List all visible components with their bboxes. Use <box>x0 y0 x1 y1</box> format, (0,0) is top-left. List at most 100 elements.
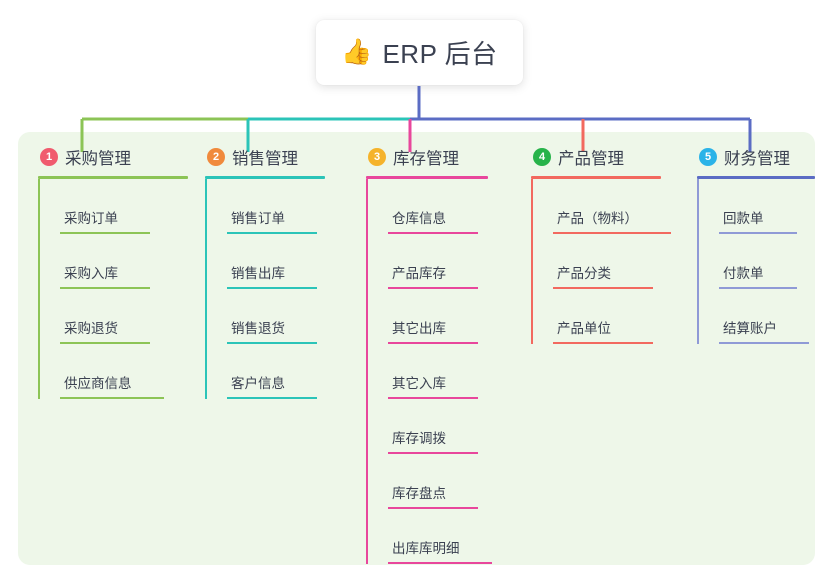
list-item-label: 销售订单 <box>231 211 285 226</box>
column-item-list: 回款单付款单结算账户 <box>697 179 815 344</box>
list-item[interactable]: 回款单 <box>697 179 815 234</box>
list-item-label: 采购退货 <box>64 321 118 336</box>
column-stem <box>38 179 40 399</box>
list-item-label: 其它入库 <box>392 376 446 391</box>
list-item-underline <box>60 397 164 399</box>
list-item[interactable]: 采购订单 <box>38 179 188 234</box>
column-rule <box>38 176 188 179</box>
column-5: 5 财务管理回款单付款单结算账户 <box>697 145 815 344</box>
column-rule <box>531 176 661 179</box>
list-item-underline <box>719 342 809 344</box>
list-item-underline <box>388 507 478 509</box>
list-item[interactable]: 其它入库 <box>366 344 488 399</box>
column-header-1[interactable]: 1 采购管理 <box>38 145 188 169</box>
column-item-list: 采购订单采购入库采购退货供应商信息 <box>38 179 188 399</box>
column-rule <box>697 176 815 179</box>
column-header-3[interactable]: 3 库存管理 <box>366 145 488 169</box>
thumbs-up-icon: 👍 <box>341 38 373 66</box>
column-rule <box>205 176 325 179</box>
list-item-underline <box>227 232 317 234</box>
column-3: 3 库存管理仓库信息产品库存其它出库其它入库库存调拨库存盘点出库库明细 <box>366 145 492 564</box>
list-item-underline <box>388 342 478 344</box>
list-item[interactable]: 采购入库 <box>38 234 188 289</box>
list-item-label: 产品分类 <box>557 266 611 281</box>
list-item-label: 出库库明细 <box>392 541 460 556</box>
column-number-badge: 5 <box>699 148 717 166</box>
list-item[interactable]: 供应商信息 <box>38 344 188 399</box>
column-2: 2 销售管理销售订单销售出库销售退货客户信息 <box>205 145 325 399</box>
list-item-label: 采购订单 <box>64 211 118 226</box>
list-item-label: 结算账户 <box>723 321 777 336</box>
list-item-label: 客户信息 <box>231 376 285 391</box>
list-item[interactable]: 采购退货 <box>38 289 188 344</box>
list-item-underline <box>553 287 653 289</box>
column-stem <box>531 179 533 344</box>
column-1: 1 采购管理采购订单采购入库采购退货供应商信息 <box>38 145 188 399</box>
root-node-card[interactable]: 👍 ERP 后台 <box>316 20 523 85</box>
column-item-list: 产品（物料） 产品分类产品单位 <box>531 179 671 344</box>
column-stem <box>366 179 368 564</box>
list-item[interactable]: 付款单 <box>697 234 815 289</box>
column-number-badge: 3 <box>368 148 386 166</box>
list-item[interactable]: 销售订单 <box>205 179 325 234</box>
column-header-2[interactable]: 2 销售管理 <box>205 145 325 169</box>
column-item-list: 仓库信息产品库存其它出库其它入库库存调拨库存盘点出库库明细 <box>366 179 492 564</box>
list-item-label: 供应商信息 <box>64 376 132 391</box>
list-item[interactable]: 其它出库 <box>366 289 488 344</box>
list-item-underline <box>388 232 478 234</box>
list-item-underline <box>227 287 317 289</box>
column-rule <box>366 176 488 179</box>
list-item-underline <box>388 562 492 564</box>
column-4: 4 产品管理产品（物料） 产品分类产品单位 <box>531 145 671 344</box>
column-number-badge: 4 <box>533 148 551 166</box>
list-item[interactable]: 产品单位 <box>531 289 661 344</box>
column-number-badge: 1 <box>40 148 58 166</box>
list-item[interactable]: 客户信息 <box>205 344 325 399</box>
list-item-label: 付款单 <box>723 266 764 281</box>
list-item-underline <box>553 342 653 344</box>
column-item-list: 销售订单销售出库销售退货客户信息 <box>205 179 325 399</box>
list-item-underline <box>60 287 150 289</box>
column-title: 财务管理 <box>724 150 790 168</box>
list-item-underline <box>388 397 478 399</box>
list-item[interactable]: 产品（物料） <box>531 179 671 234</box>
list-item-label: 产品库存 <box>392 266 446 281</box>
list-item-underline <box>227 397 317 399</box>
list-item-label: 库存盘点 <box>392 486 446 501</box>
column-title: 产品管理 <box>558 150 624 168</box>
list-item-label: 销售出库 <box>231 266 285 281</box>
list-item-underline <box>553 232 671 234</box>
column-number-badge: 2 <box>207 148 225 166</box>
list-item-label: 产品（物料） <box>557 211 638 226</box>
column-title: 库存管理 <box>393 150 459 168</box>
list-item-underline <box>719 232 797 234</box>
list-item[interactable]: 库存盘点 <box>366 454 488 509</box>
root-node-title: ERP 后台 <box>382 39 498 69</box>
list-item-label: 回款单 <box>723 211 764 226</box>
list-item-label: 采购入库 <box>64 266 118 281</box>
list-item-label: 产品单位 <box>557 321 611 336</box>
list-item-underline <box>388 452 478 454</box>
list-item[interactable]: 销售出库 <box>205 234 325 289</box>
list-item-underline <box>227 342 317 344</box>
list-item[interactable]: 仓库信息 <box>366 179 488 234</box>
column-title: 采购管理 <box>65 150 131 168</box>
list-item-underline <box>60 232 150 234</box>
list-item-label: 仓库信息 <box>392 211 446 226</box>
list-item-label: 其它出库 <box>392 321 446 336</box>
column-header-4[interactable]: 4 产品管理 <box>531 145 661 169</box>
list-item[interactable]: 结算账户 <box>697 289 815 344</box>
list-item-underline <box>388 287 478 289</box>
list-item[interactable]: 产品分类 <box>531 234 661 289</box>
column-title: 销售管理 <box>232 150 298 168</box>
diagram-panel <box>18 132 815 565</box>
column-stem <box>697 179 699 344</box>
list-item-label: 库存调拨 <box>392 431 446 446</box>
list-item[interactable]: 出库库明细 <box>366 509 492 564</box>
list-item[interactable]: 库存调拨 <box>366 399 488 454</box>
list-item[interactable]: 销售退货 <box>205 289 325 344</box>
list-item[interactable]: 产品库存 <box>366 234 488 289</box>
list-item-underline <box>60 342 150 344</box>
column-stem <box>205 179 207 399</box>
column-header-5[interactable]: 5 财务管理 <box>697 145 815 169</box>
